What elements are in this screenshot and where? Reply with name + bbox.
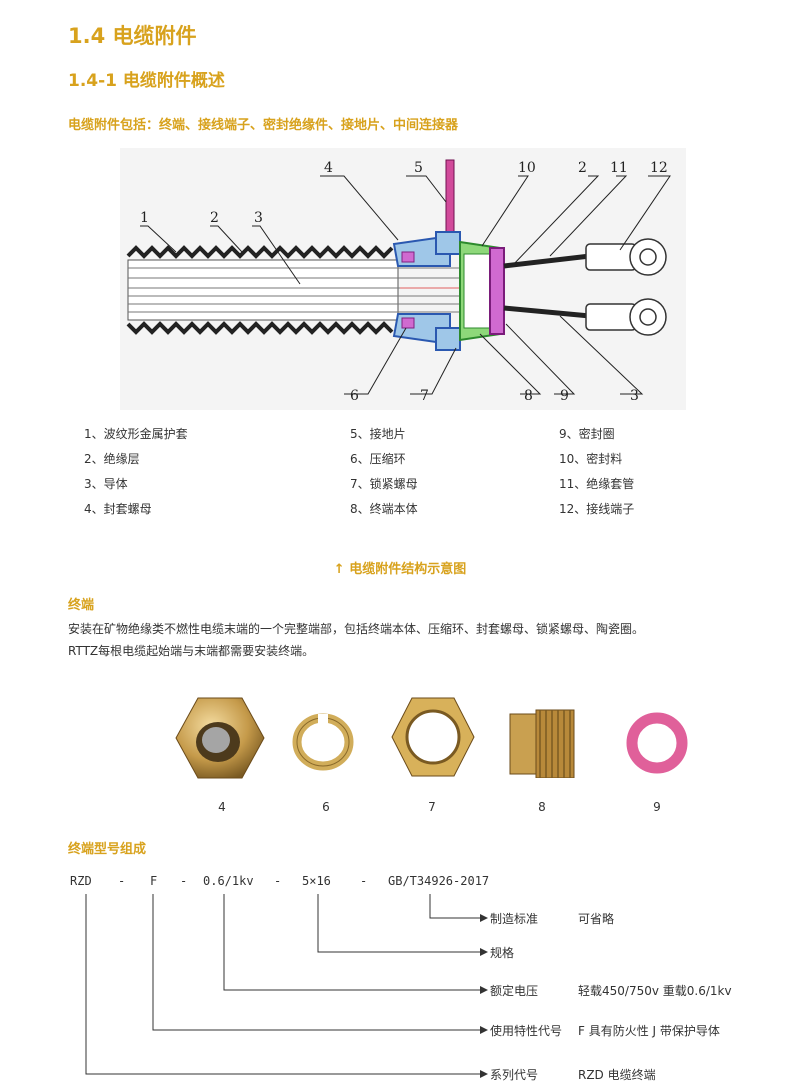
diagram-num: 3 bbox=[630, 388, 639, 404]
terminal-desc-1: 安装在矿物绝缘类不燃性电缆末端的一个完整端部，包括终端本体、压缩环、封套螺母、锁… bbox=[68, 622, 645, 636]
code-voltage: 0.6/1kv bbox=[203, 874, 254, 888]
cable-accessory-diagram: 1 2 3 4 5 10 2 11 12 6 7 8 9 3 bbox=[120, 148, 686, 410]
sheath-bottom bbox=[126, 321, 394, 335]
code-standard: GB/T34926-2017 bbox=[388, 874, 490, 888]
part-label: 4 bbox=[218, 800, 226, 814]
legend-col-2: 5、接地片 6、压缩环 7、锁紧螺母 8、终端本体 bbox=[350, 425, 418, 525]
diagram-num: 12 bbox=[650, 160, 668, 176]
seal-ring-image bbox=[626, 712, 688, 774]
code-sep: - bbox=[274, 874, 282, 888]
diagram-num: 2 bbox=[210, 210, 219, 226]
model-heading: 终端型号组成 bbox=[68, 842, 147, 857]
legend-item: 2、绝缘层 bbox=[84, 452, 140, 466]
legend-item: 1、波纹形金属护套 bbox=[84, 427, 188, 441]
part-label: 8 bbox=[538, 800, 546, 814]
lock-nut-image bbox=[391, 697, 475, 777]
legend-item: 7、锁紧螺母 bbox=[350, 477, 418, 491]
model-row-note: RZD 电缆终端 bbox=[578, 1068, 656, 1082]
model-row-label: 规格 bbox=[490, 946, 515, 960]
diagram-num: 9 bbox=[560, 388, 569, 404]
diagram-num: 8 bbox=[524, 388, 533, 404]
terminal-desc-2: RTTZ每根电缆起始端与末端都需要安装终端。 bbox=[68, 644, 315, 658]
intro-text: 电缆附件包括：终端、接线端子、密封绝缘件、接地片、中间连接器 bbox=[68, 118, 459, 133]
legend-col-3: 9、密封圈 10、密封料 11、绝缘套管 12、接线端子 bbox=[559, 425, 634, 525]
part-label: 6 bbox=[322, 800, 330, 814]
part-label: 9 bbox=[653, 800, 661, 814]
legend-item: 4、封套螺母 bbox=[84, 502, 152, 516]
model-row-label: 系列代号 bbox=[490, 1068, 539, 1082]
legend-item: 5、接地片 bbox=[350, 427, 406, 441]
diagram-num: 1 bbox=[140, 210, 149, 226]
terminal-body-image bbox=[509, 709, 575, 778]
legend-item: 6、压缩环 bbox=[350, 452, 406, 466]
diagram-num: 4 bbox=[324, 160, 333, 176]
model-row-label: 制造标准 bbox=[490, 912, 539, 926]
diagram-caption: ↑ 电缆附件结构示意图 bbox=[333, 562, 467, 577]
diagram-num: 10 bbox=[518, 160, 536, 176]
code-spec: 5×16 bbox=[302, 874, 331, 888]
part-label: 7 bbox=[428, 800, 436, 814]
model-row-label: 额定电压 bbox=[490, 984, 539, 998]
diagram-num: 7 bbox=[420, 388, 429, 404]
section-title: 1.4-1 电缆附件概述 bbox=[68, 71, 225, 91]
code-sep: - bbox=[118, 874, 126, 888]
terminal-heading: 终端 bbox=[68, 598, 95, 613]
page-title: 1.4 电缆附件 bbox=[68, 24, 197, 48]
diagram-num: 3 bbox=[254, 210, 263, 226]
legend-item: 8、终端本体 bbox=[350, 502, 418, 516]
diagram-num: 5 bbox=[414, 160, 423, 176]
code-sep: - bbox=[180, 874, 188, 888]
code-feature: F bbox=[150, 874, 158, 888]
diagram-num: 6 bbox=[350, 388, 359, 404]
code-series: RZD bbox=[70, 874, 92, 888]
model-row-note: 可省略 bbox=[578, 912, 615, 926]
legend-item: 3、导体 bbox=[84, 477, 128, 491]
legend-item: 11、绝缘套管 bbox=[559, 477, 635, 491]
diagram-num: 11 bbox=[610, 160, 628, 176]
model-row-note: F 具有防火性 J 带保护导体 bbox=[578, 1024, 720, 1038]
diagram-num: 2 bbox=[578, 160, 587, 176]
model-row-note: 轻载450/750v 重载0.6/1kv bbox=[578, 984, 732, 998]
legend-col-1: 1、波纹形金属护套 2、绝缘层 3、导体 4、封套螺母 bbox=[84, 425, 188, 525]
legend-item: 12、接线端子 bbox=[559, 502, 635, 516]
gland-nut-image bbox=[175, 697, 265, 779]
compression-ring-image bbox=[292, 713, 354, 771]
legend-item: 10、密封料 bbox=[559, 452, 623, 466]
legend-item: 9、密封圈 bbox=[559, 427, 615, 441]
model-row-label: 使用特性代号 bbox=[490, 1024, 563, 1038]
sheath-top bbox=[126, 245, 394, 259]
code-sep: - bbox=[360, 874, 368, 888]
